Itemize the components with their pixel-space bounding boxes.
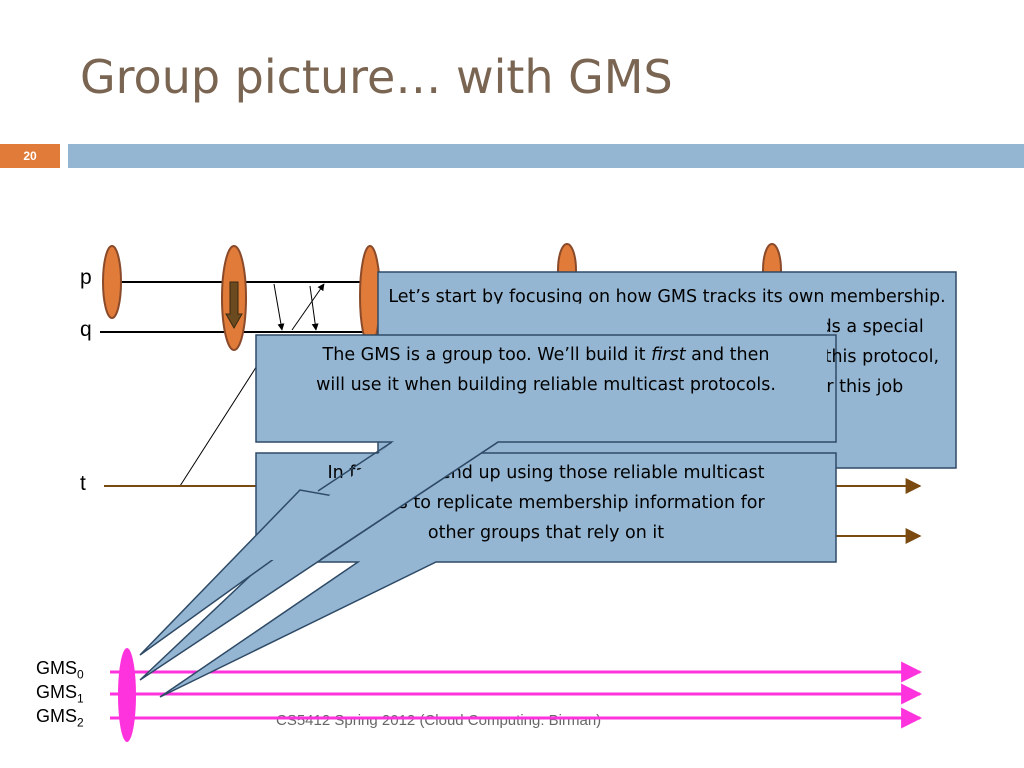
view-ellipse (102, 245, 122, 319)
slide-number: 20 (23, 149, 37, 163)
view-arrow (225, 281, 243, 330)
join-line (179, 357, 263, 487)
gms-label-2: GMS2 (36, 706, 84, 730)
view-ellipse (359, 245, 381, 347)
process-label-t: t (80, 472, 86, 495)
message-arrow (273, 283, 285, 331)
slide-title: Group picture… with GMS (80, 50, 673, 104)
process-label-p: p (80, 266, 92, 289)
message-arrow (309, 285, 319, 331)
callout-gms-group-text: The GMS is a group too. We’ll build it f… (316, 345, 776, 395)
message-arrow (291, 283, 325, 331)
footer-text: CS5412 Spring 2012 (Cloud Computing: Bir… (276, 712, 602, 729)
header-bar (68, 144, 1024, 168)
callout-replicate-text: In fact it will end up using those relia… (327, 463, 765, 543)
gms-label-1: GMS1 (36, 682, 84, 706)
slide-number-box (0, 144, 60, 168)
process-label-q: q (80, 318, 92, 341)
gms-label-0: GMS0 (36, 658, 84, 682)
gms-view-ellipse (118, 648, 136, 742)
